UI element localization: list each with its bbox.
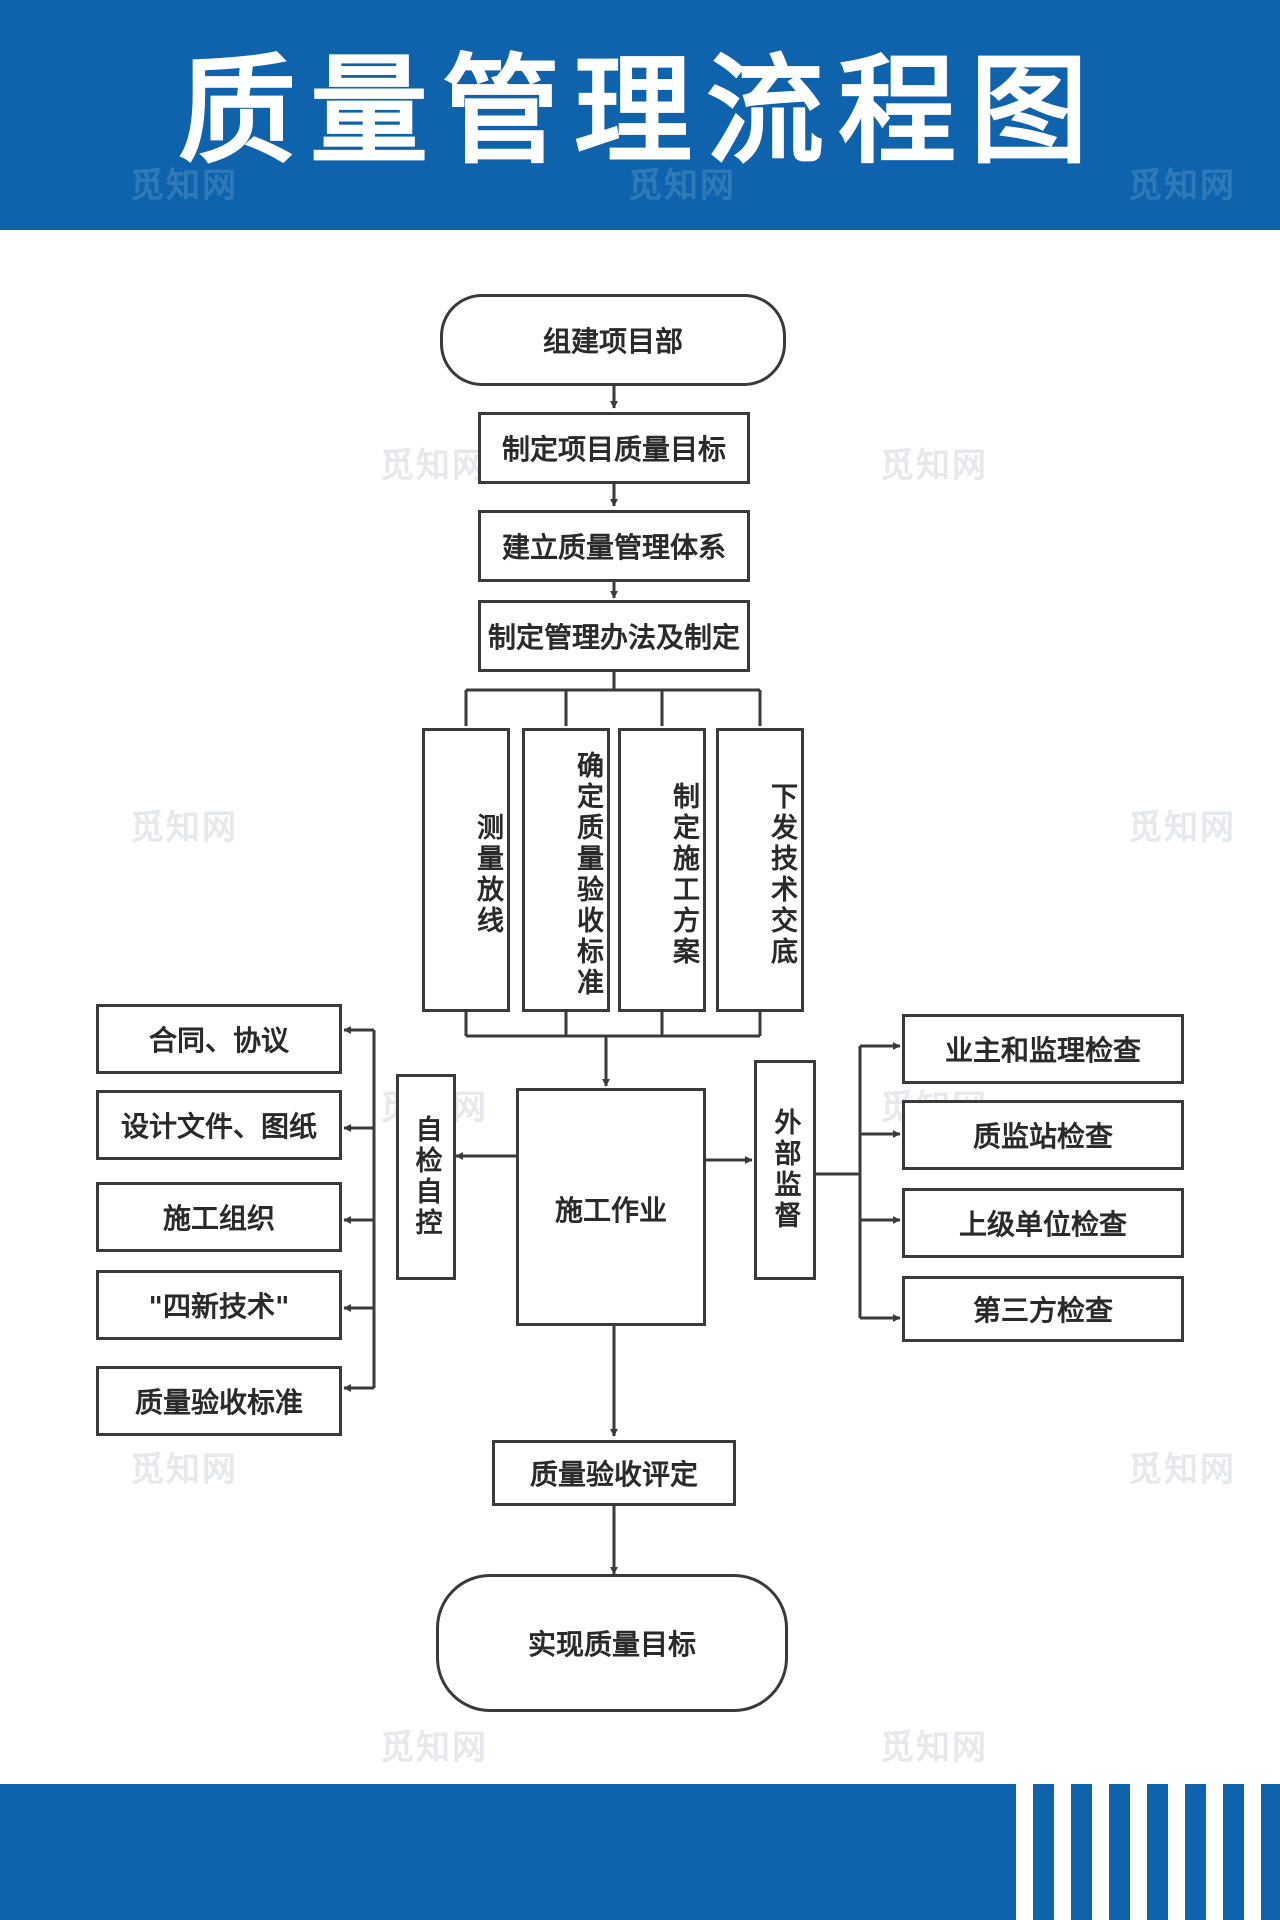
left-item-four-new-tech: "四新技术" <box>96 1270 342 1340</box>
watermark: 觅知网 <box>130 166 238 206</box>
left-item-design-docs: 设计文件、图纸 <box>96 1090 342 1160</box>
quality-evaluation: 质量验收评定 <box>492 1440 736 1506</box>
right-item-owner-supervision: 业主和监理检查 <box>902 1014 1184 1084</box>
branch-acceptance-standard: 确定质量验收标准 <box>522 728 610 1012</box>
footer-stripe <box>1168 1784 1185 1920</box>
step-management-methods: 制定管理办法及制定 <box>478 600 750 672</box>
footer-stripe <box>1130 1784 1147 1920</box>
construction-operation: 施工作业 <box>516 1088 706 1326</box>
footer-stripe <box>1244 1784 1261 1920</box>
footer-stripe <box>1206 1784 1223 1920</box>
watermark: 觅知网 <box>628 166 736 206</box>
branch-construction-plan: 制定施工方案 <box>618 728 706 1012</box>
watermark: 觅知网 <box>880 1728 988 1768</box>
footer-stripe <box>1092 1784 1109 1920</box>
branch-tech-briefing: 下发技术交底 <box>716 728 804 1012</box>
right-item-third-party: 第三方检查 <box>902 1276 1184 1342</box>
watermark: 觅知网 <box>380 1728 488 1768</box>
self-check-control: 自检自控 <box>396 1074 456 1280</box>
watermark: 觅知网 <box>1128 808 1236 848</box>
watermark: 觅知网 <box>1128 1450 1236 1490</box>
watermark: 觅知网 <box>380 446 488 486</box>
left-item-contract: 合同、协议 <box>96 1004 342 1074</box>
footer-stripe <box>1016 1784 1033 1920</box>
start-node: 组建项目部 <box>440 294 786 386</box>
left-item-construction-org: 施工组织 <box>96 1182 342 1252</box>
header-band: 觅知网 觅知网 觅知网 <box>0 0 1280 230</box>
footer-stripe <box>1054 1784 1071 1920</box>
step-quality-system: 建立质量管理体系 <box>478 510 750 582</box>
footer-band <box>0 1784 1280 1920</box>
step-quality-goal: 制定项目质量目标 <box>478 412 750 484</box>
page-title: 质量管理流程图 <box>177 42 1102 180</box>
watermark: 觅知网 <box>130 1450 238 1490</box>
watermark: 觅知网 <box>130 808 238 848</box>
watermark: 觅知网 <box>880 446 988 486</box>
left-item-acceptance-standard: 质量验收标准 <box>96 1366 342 1436</box>
right-item-quality-station: 质监站检查 <box>902 1100 1184 1170</box>
end-node: 实现质量目标 <box>436 1574 788 1712</box>
external-supervision: 外部监督 <box>754 1060 816 1280</box>
right-item-superior-unit: 上级单位检查 <box>902 1188 1184 1258</box>
watermark: 觅知网 <box>1128 166 1236 206</box>
branch-survey: 测量放线 <box>422 728 510 1012</box>
